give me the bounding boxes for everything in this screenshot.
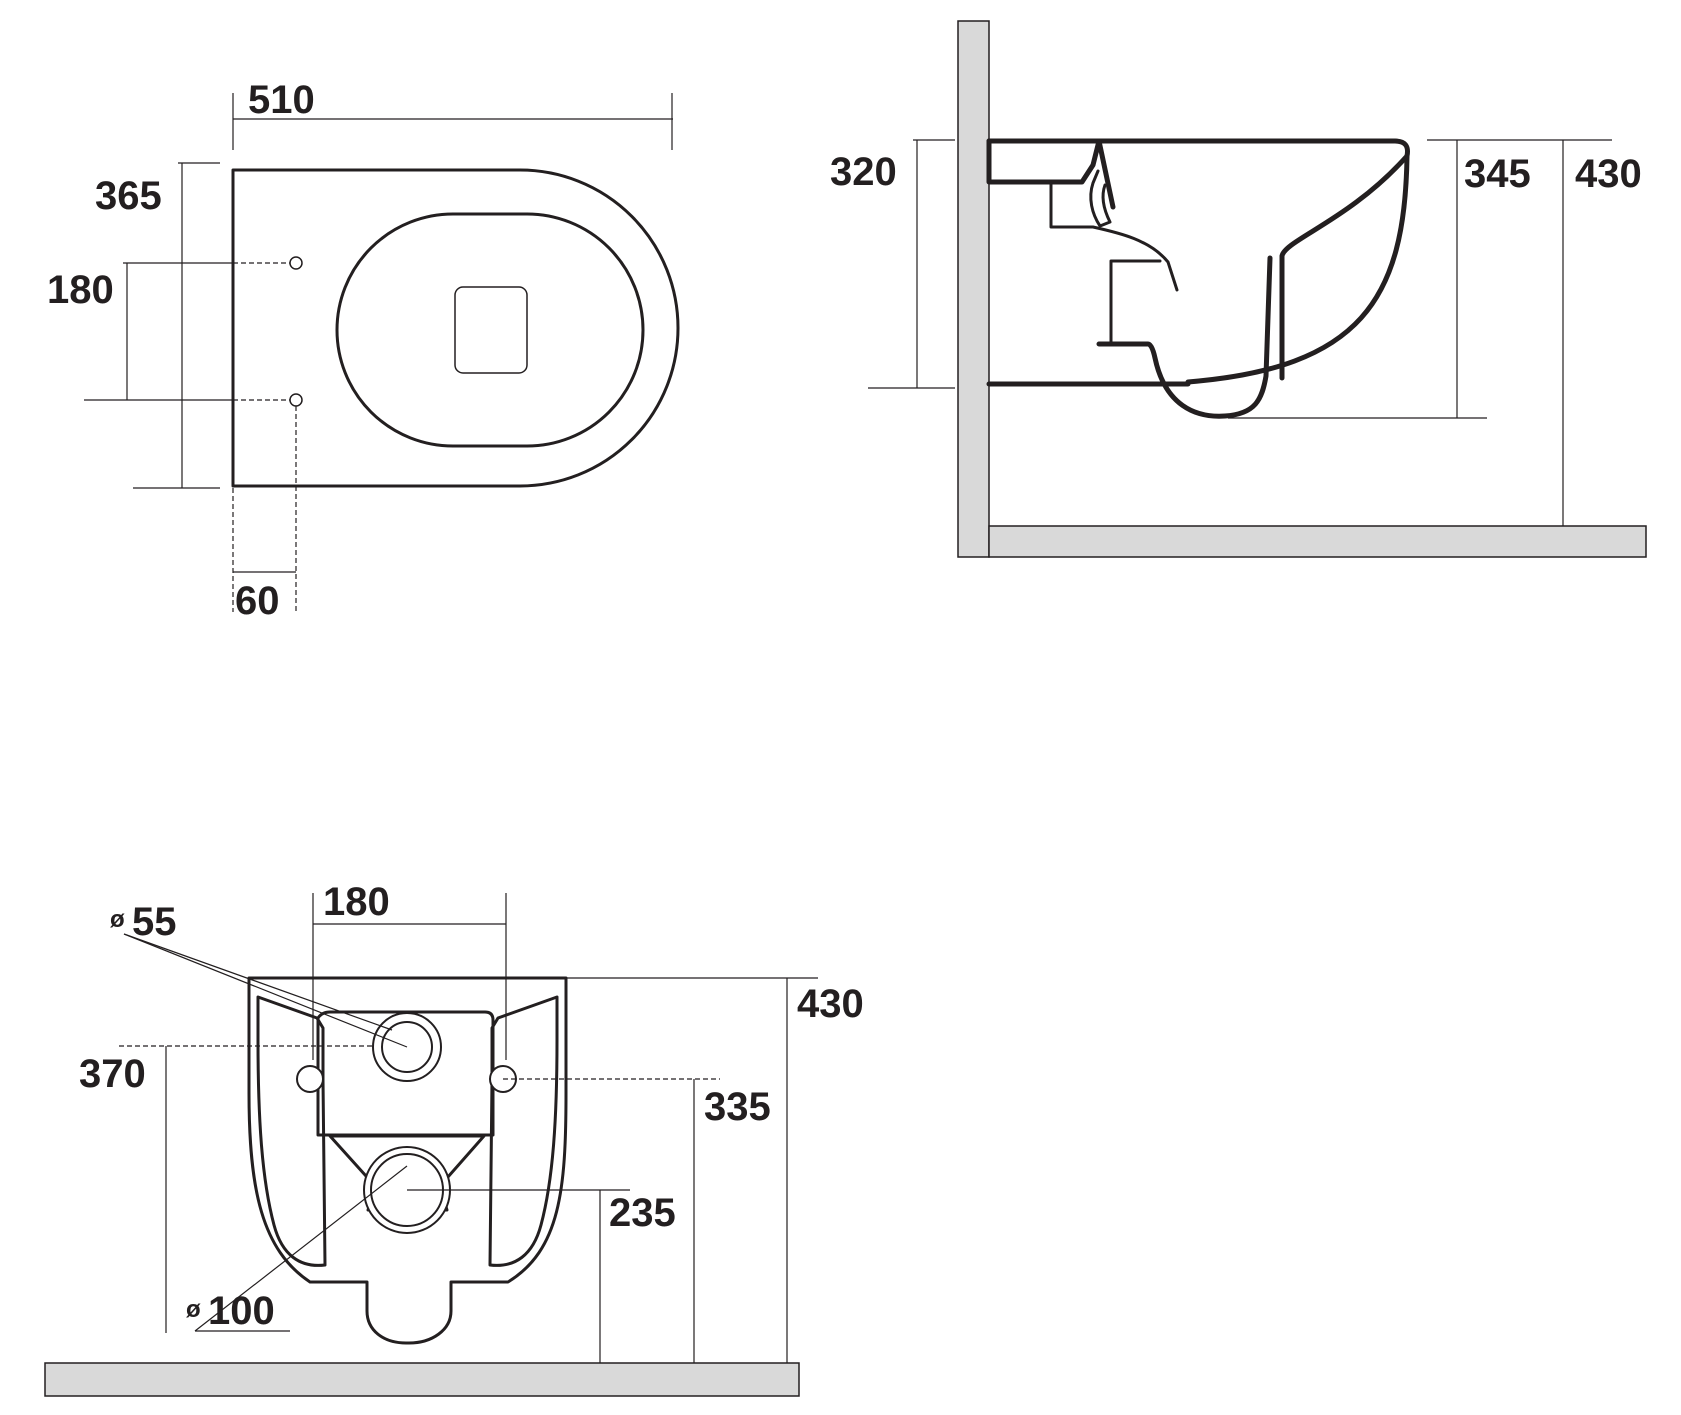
top-view-offset-label: 60 — [235, 579, 280, 623]
rear-view-body-outline — [247, 976, 568, 1345]
side-view-320-label: 320 — [830, 150, 897, 194]
top-view-flush-plate — [454, 286, 528, 374]
rear-view-inlet-diameter-symbol: ø — [110, 906, 125, 933]
rear-view-inlet-leader-b — [123, 933, 408, 1048]
top-view-width-label: 510 — [248, 78, 315, 122]
rear-view-inlet-diameter-label: 55 — [132, 900, 177, 944]
side-view-floor — [988, 525, 1647, 558]
top-view-seat-opening — [335, 212, 645, 448]
rear-view-inlet-leader — [123, 933, 393, 1031]
rear-view-outlet-diameter-label: 100 — [208, 1289, 275, 1333]
rear-view-right-wing — [488, 995, 559, 1267]
top-view-fixing-hole-upper — [289, 256, 303, 270]
rear-view-fixing-hole-left — [296, 1065, 324, 1093]
side-view: 320 345 430 — [830, 20, 1647, 558]
side-view-inner-cavity — [1049, 182, 1179, 292]
top-view-depth-label: 365 — [95, 174, 162, 218]
side-view-345-label: 345 — [1464, 152, 1531, 196]
rear-view-235-label: 235 — [609, 1191, 676, 1235]
top-view-fixing-hole-lower — [289, 393, 303, 407]
rear-view-430-label: 430 — [797, 982, 864, 1026]
top-view-spacing-label: 180 — [47, 268, 114, 312]
side-view-wall — [957, 20, 990, 558]
side-view-outlet-cavity — [1109, 259, 1162, 346]
side-view-inner-bowl — [1279, 153, 1410, 381]
side-view-rim-channel — [986, 138, 1116, 210]
rear-view-180-label: 180 — [323, 880, 390, 924]
side-view-flush-inlet — [1089, 169, 1112, 228]
side-view-trap — [1096, 255, 1273, 419]
top-view: 510 365 180 60 — [47, 78, 680, 623]
rear-view-335-label: 335 — [704, 1085, 771, 1129]
rear-view-outlet-leader — [194, 1165, 408, 1332]
rear-view: 180 ø 55 430 370 335 235 ø 100 — [44, 880, 864, 1397]
side-view-bowl-front-curve — [1185, 153, 1410, 385]
side-view-bowl-top-edge — [986, 138, 1410, 159]
rear-view-floor — [44, 1362, 800, 1397]
top-view-bowl-outline — [231, 168, 680, 488]
rear-view-left-wing — [256, 995, 327, 1267]
side-view-430-label: 430 — [1575, 152, 1642, 196]
rear-view-outlet-diameter-symbol: ø — [186, 1296, 201, 1323]
rear-view-370-label: 370 — [79, 1052, 146, 1096]
rear-view-central-plate — [316, 1010, 495, 1137]
